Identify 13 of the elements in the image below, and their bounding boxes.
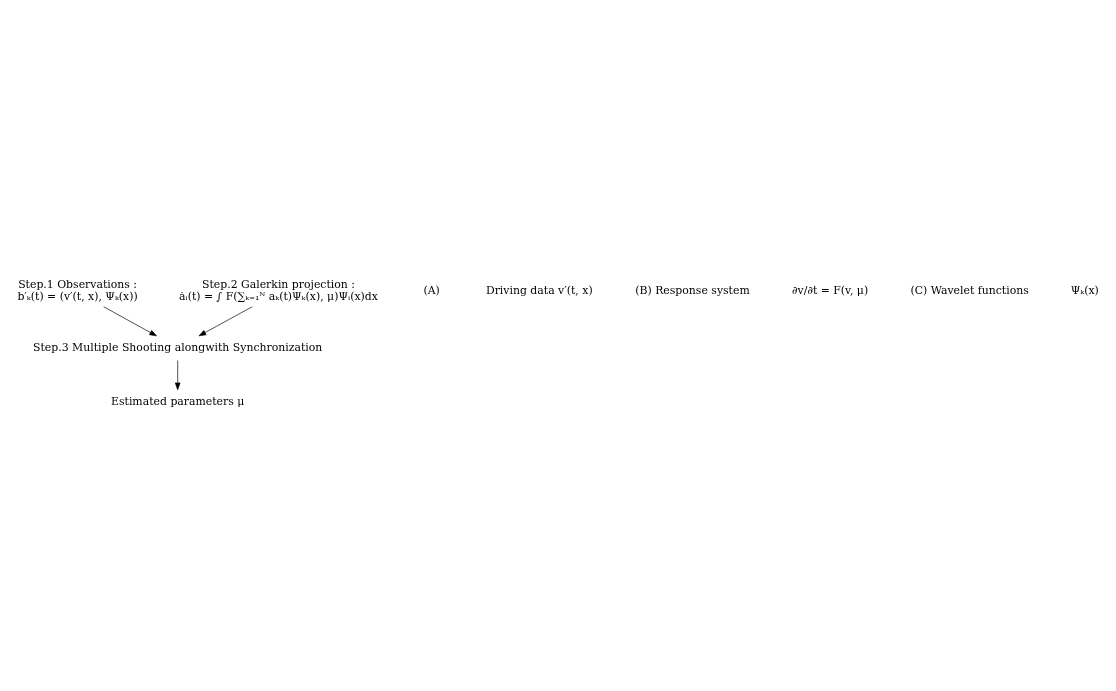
label: ∂v/∂t = F(v, μ) (791, 284, 869, 298)
label: (C) Wavelet functions (910, 284, 1029, 298)
label: Ψₖ(x) (1070, 284, 1099, 298)
node-text: Step.1 Observations : b′ₖ(t) = (v′(t, x), Ψₖ(x)) (17, 278, 138, 304)
arrow (103, 306, 157, 337)
arrow (198, 306, 253, 337)
arrow (174, 360, 181, 391)
label: (A) (423, 284, 440, 298)
node-text: Step.3 Multiple Shooting alongwith Synchronization (33, 340, 323, 354)
node-text: Estimated parameters μ (111, 394, 245, 408)
node-text: Step.2 Galerkin projection : ȧᵢ(t) = ∫ F(∑ₖ₌₁ᴺ aₖ(t)Ψₖ(x), μ)Ψᵢ(x)dx (179, 278, 378, 304)
label: Driving data v′(t, x) (485, 284, 593, 298)
label: (B) Response system (635, 284, 750, 298)
